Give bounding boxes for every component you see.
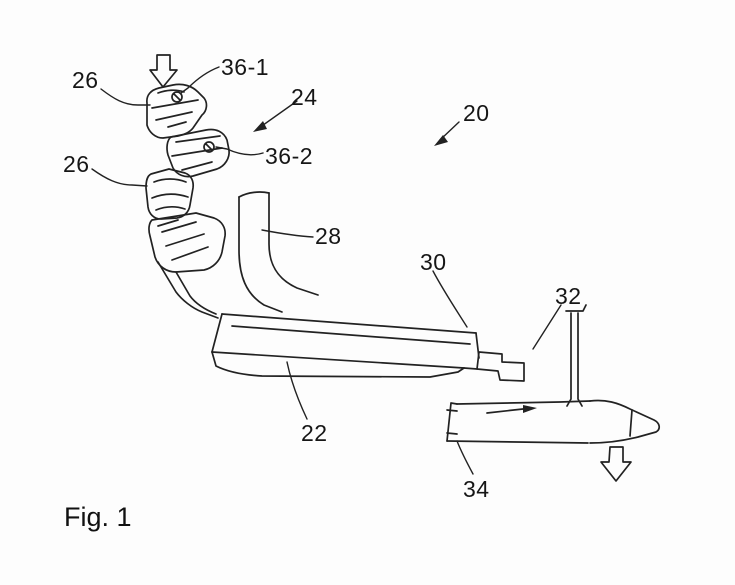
ref-label-22: 22 xyxy=(301,420,328,446)
leader-20-arrowhead-icon xyxy=(434,135,448,146)
pipe-bottom-edge xyxy=(446,440,589,444)
inlet-flow-arrow-icon xyxy=(149,54,178,88)
ref-label-32: 32 xyxy=(555,283,582,309)
clamp-upper xyxy=(146,83,208,139)
leader-26-upper xyxy=(100,88,151,106)
elbow-tube-cap xyxy=(238,191,270,198)
flow-direction-arrow-icon xyxy=(486,405,537,414)
screw-36-2-slot xyxy=(205,143,213,151)
ref-label-28: 28 xyxy=(315,223,342,249)
duct-bottom-edge xyxy=(211,351,465,369)
leader-arrowheads xyxy=(253,121,448,146)
ref-label-26-lower: 26 xyxy=(63,151,90,177)
outlet-connector-link xyxy=(463,367,478,370)
screw-36-1-icon xyxy=(171,91,183,103)
pipe-end-rim xyxy=(629,409,633,437)
elbow-tube-outer xyxy=(238,196,283,313)
duct-inner-line xyxy=(231,325,471,345)
outlet-flow-arrow-icon xyxy=(600,446,632,482)
clamp-second xyxy=(166,128,230,178)
ref-label-26-upper: 26 xyxy=(72,67,99,93)
ref-label-20: 20 xyxy=(463,100,490,126)
leader-26-lower xyxy=(91,168,148,187)
pipe-end-bell xyxy=(589,399,660,444)
screw-36-2-icon xyxy=(203,141,215,153)
leader-34 xyxy=(456,440,474,475)
pipe-top-edge xyxy=(456,400,591,405)
figure-caption: Fig. 1 xyxy=(64,502,132,532)
leader-lines xyxy=(91,66,562,475)
ref-label-30: 30 xyxy=(420,249,447,275)
clamp-lower-detail xyxy=(151,178,189,211)
duct-top-edge xyxy=(221,313,477,334)
clamp-block xyxy=(148,212,226,273)
clamp-block-hatch xyxy=(157,219,209,261)
screw-36-1-slot xyxy=(173,93,181,101)
pipe-flange xyxy=(446,402,458,442)
leader-30 xyxy=(432,270,468,328)
vertical-rod xyxy=(565,304,587,407)
ref-label-24: 24 xyxy=(291,84,318,110)
outlet-connector xyxy=(476,351,525,382)
leader-28 xyxy=(261,229,314,238)
ref-label-36-1: 36-1 xyxy=(221,54,270,80)
clamp-second-detail xyxy=(171,135,223,171)
duct-left-cap xyxy=(211,313,223,353)
leader-22 xyxy=(286,361,308,420)
leader-24 xyxy=(258,100,298,129)
leader-36-1 xyxy=(180,66,220,94)
clamp-lower xyxy=(145,168,195,220)
ref-label-34: 34 xyxy=(463,476,490,502)
elbow-tube-inner xyxy=(268,192,319,296)
clamp-upper-detail xyxy=(151,89,199,128)
duct-assembly xyxy=(145,54,660,482)
leader-24-arrowhead-icon xyxy=(253,121,267,132)
clamp-taper xyxy=(157,261,219,319)
ref-label-36-2: 36-2 xyxy=(265,143,314,169)
leader-36-2 xyxy=(215,146,264,156)
leader-32 xyxy=(532,304,562,350)
duct-lower-lip xyxy=(211,351,465,378)
